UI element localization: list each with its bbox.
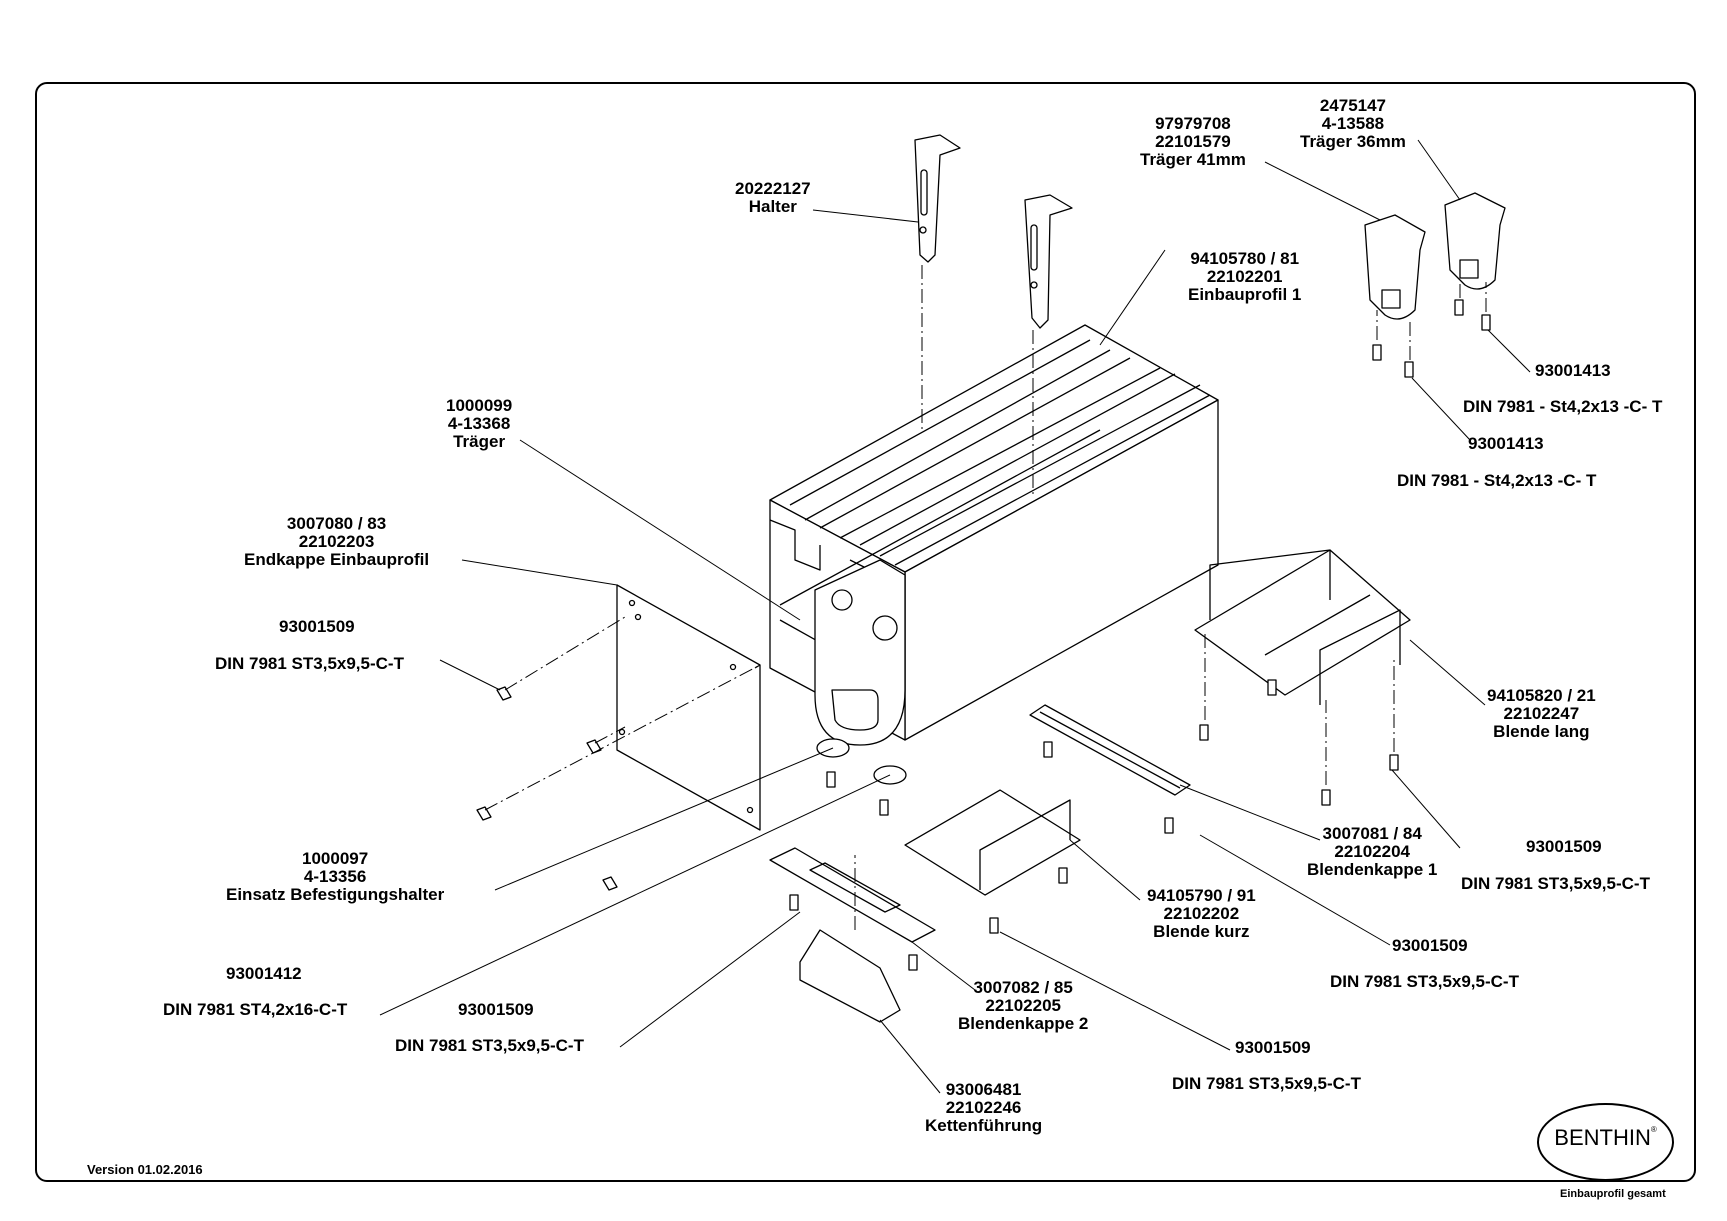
label-traeger-36: 2475147 4-13588 Träger 36mm [1300,97,1406,151]
part-name: Einbauprofil 1 [1188,285,1302,304]
label-screw-endkappe: 93001509 [279,618,355,636]
part-spec: DIN 7981 - St4,2x13 -C- T [1463,397,1663,416]
label-screw-blende-lang: 93001509 [1526,838,1602,856]
logo-oval [1537,1103,1674,1181]
blende-kurz-part [904,789,1081,896]
part-number: 94105790 / 91 [1147,886,1256,905]
part-number: 94105820 / 21 [1487,686,1596,705]
part-number: 93001413 [1535,361,1611,380]
label-screw-blende-kurz: 93001509 [1235,1039,1311,1057]
part-number: 4-13368 [447,414,511,433]
part-name: Endkappe Einbauprofil [244,550,430,569]
part-number: 4-13356 [303,867,367,886]
label-traeger-41: 97979708 22101579 Träger 41mm [1140,115,1246,169]
label-screw-einsatz-spec: DIN 7981 ST4,2x16-C-T [163,1001,347,1019]
label-screw-blendenkappe-1: 93001509 [1392,937,1468,955]
part-name: Halter [748,197,797,216]
part-number: 22102202 [1163,904,1240,923]
part-number: 3007081 / 84 [1322,824,1422,843]
label-blendenkappe-1: 3007081 / 84 22102204 Blendenkappe 1 [1307,825,1437,879]
label-screw-traeger-36: 93001413 [1535,362,1611,380]
drawing-frame [35,82,1696,1182]
label-screw-blende-kurz-spec: DIN 7981 ST3,5x9,5-C-T [1172,1075,1361,1093]
part-spec: DIN 7981 ST3,5x9,5-C-T [1461,874,1650,893]
part-number: 93001412 [226,964,302,983]
part-number: 93001509 [458,1000,534,1019]
part-number: 22102204 [1334,842,1410,861]
part-number: 4-13588 [1321,114,1385,133]
part-spec: DIN 7981 ST4,2x16-C-T [163,1000,348,1019]
part-name: Blende lang [1493,722,1590,741]
label-kettenfuehrung: 93006481 22102246 Kettenführung [925,1081,1042,1135]
label-screw-traeger-36-spec: DIN 7981 - St4,2x13 -C- T [1463,398,1662,416]
blendenkappe-2-part [769,847,936,943]
label-blende-lang: 94105820 / 21 22102247 Blende lang [1487,687,1596,741]
part-name: Kettenführung [925,1116,1043,1135]
sheet-title: Einbauprofil gesamt [1560,1188,1666,1200]
label-blende-kurz: 94105790 / 91 22102202 Blende kurz [1147,887,1256,941]
label-screw-blendenkappe-2-spec: DIN 7981 ST3,5x9,5-C-T [395,1037,584,1055]
part-spec: DIN 7981 ST3,5x9,5-C-T [215,654,404,673]
part-name: Träger [453,432,506,451]
part-name: Blendenkappe 2 [958,1014,1089,1033]
screws [476,299,1491,971]
part-name: Träger 41mm [1140,150,1246,169]
part-number: 22101579 [1155,132,1231,151]
label-screw-blende-lang-spec: DIN 7981 ST3,5x9,5-C-T [1461,875,1650,893]
part-number: 93001509 [1235,1038,1311,1057]
label-einbauprofil: 94105780 / 81 22102201 Einbauprofil 1 [1188,250,1301,304]
part-name: Einsatz Befestigungshalter [226,885,445,904]
label-screw-endkappe-spec: DIN 7981 ST3,5x9,5-C-T [215,655,404,673]
part-number: 93001509 [1392,936,1468,955]
part-number: 97979708 [1155,114,1231,133]
part-name: Träger 36mm [1300,132,1406,151]
label-blendenkappe-2: 3007082 / 85 22102205 Blendenkappe 2 [958,979,1088,1033]
kettenfuehrung-part [799,929,901,1023]
part-number: 22102201 [1206,267,1283,286]
label-screw-traeger-41-spec: DIN 7981 - St4,2x13 -C- T [1397,472,1596,490]
part-number: 1000099 [446,396,513,415]
part-number: 93001413 [1468,434,1544,453]
part-number: 22102203 [298,532,375,551]
logo-text: BENTHIN® [1554,1125,1657,1150]
halter-part [914,134,1073,329]
blende-lang-part [1194,549,1411,705]
part-name: Blende kurz [1153,922,1250,941]
traeger-41-part [1364,214,1426,320]
version-text: Version 01.02.2016 [87,1162,203,1177]
part-number: 2475147 [1319,96,1387,115]
part-number: 1000097 [302,849,369,868]
part-number: 3007080 / 83 [286,514,387,533]
part-number: 93006481 [945,1080,1022,1099]
part-number: 22102246 [945,1098,1022,1117]
leader-lines [379,139,1531,1094]
part-spec: DIN 7981 - St4,2x13 -C- T [1397,471,1597,490]
label-halter: 20222127 Halter [735,180,811,216]
label-screw-blendenkappe-1-spec: DIN 7981 ST3,5x9,5-C-T [1330,973,1519,991]
label-screw-einsatz: 93001412 [226,965,302,983]
part-number: 94105780 / 81 [1190,249,1300,268]
traeger-part [814,559,906,746]
label-traeger: 1000099 4-13368 Träger [446,397,512,451]
part-number: 22102247 [1503,704,1580,723]
label-einsatz: 1000097 4-13356 Einsatz Befestigungshalt… [226,850,444,904]
label-endkappe: 3007080 / 83 22102203 Endkappe Einbaupro… [244,515,429,569]
traeger-36-part [1444,192,1506,290]
part-number: 93001509 [1526,837,1602,856]
part-name: Blendenkappe 1 [1307,860,1438,879]
assembly-axes [484,265,1487,930]
part-number: 93001509 [279,617,355,636]
part-spec: DIN 7981 ST3,5x9,5-C-T [1172,1074,1361,1093]
part-spec: DIN 7981 ST3,5x9,5-C-T [395,1036,584,1055]
label-screw-blendenkappe-2: 93001509 [458,1001,534,1019]
benthin-logo: BENTHIN® [1537,1103,1674,1181]
part-number: 22102205 [985,996,1061,1015]
label-screw-traeger-41: 93001413 [1468,435,1544,453]
part-number: 20222127 [735,179,811,198]
endkappe-part [616,584,761,831]
part-number: 3007082 / 85 [973,978,1073,997]
part-spec: DIN 7981 ST3,5x9,5-C-T [1330,972,1519,991]
blendenkappe-1-part [1029,704,1191,796]
